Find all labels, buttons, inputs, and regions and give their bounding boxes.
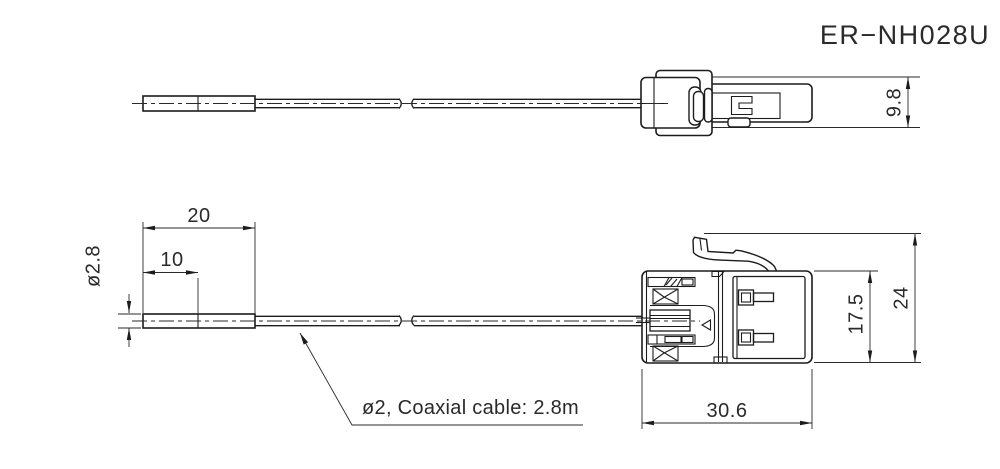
clip-diagonal bbox=[663, 345, 679, 354]
cavity-outline bbox=[650, 304, 716, 348]
bottom-tab bbox=[727, 117, 751, 128]
pin-contact bbox=[752, 332, 775, 343]
top-connector bbox=[640, 69, 813, 137]
arrowhead-down bbox=[867, 350, 873, 363]
connector-body bbox=[641, 270, 813, 364]
arrowhead-left bbox=[143, 225, 155, 231]
leader-line bbox=[299, 332, 583, 426]
clip-diagonal bbox=[652, 288, 679, 305]
dimension-24: 24 bbox=[890, 233, 918, 363]
hatch-line bbox=[670, 278, 678, 287]
top-view: 9.8 bbox=[132, 69, 920, 137]
latch-hook-line bbox=[699, 238, 703, 251]
dimension-dia-2-8: ø2.8 bbox=[82, 245, 132, 347]
top-rail-block bbox=[681, 278, 694, 286]
arrowhead-left bbox=[642, 420, 654, 426]
dim-label-30-6: 30.6 bbox=[707, 400, 748, 422]
dim-label-20: 20 bbox=[187, 205, 210, 227]
dim-label-10: 10 bbox=[160, 249, 183, 271]
arrowhead-right bbox=[800, 420, 812, 426]
arrowhead-down bbox=[912, 350, 918, 363]
arrowhead-down bbox=[905, 115, 911, 128]
arrowhead-up bbox=[905, 77, 911, 89]
arrowhead-up bbox=[867, 271, 873, 283]
bottom-rail-block bbox=[664, 335, 682, 344]
connector-body bbox=[699, 83, 813, 123]
leader-arrowhead bbox=[300, 333, 309, 345]
dimension-9-8: 9.8 bbox=[883, 77, 911, 128]
dim-label-9-8: 9.8 bbox=[883, 88, 905, 117]
dimension-30-6: 30.6 bbox=[642, 400, 812, 426]
bottom-rail-block bbox=[681, 335, 694, 344]
side-connector bbox=[636, 270, 813, 364]
latch-key-detail bbox=[730, 95, 753, 116]
dim-label-dia-2-8: ø2.8 bbox=[82, 245, 104, 287]
clip-diagonal bbox=[652, 288, 665, 298]
clip-diagonal bbox=[652, 352, 665, 362]
dimension-10: 10 bbox=[143, 249, 198, 275]
bottom-notch bbox=[713, 356, 728, 364]
arrowhead-right bbox=[186, 270, 198, 275]
dim-label-17-5: 17.5 bbox=[845, 294, 867, 335]
latch-bar bbox=[703, 87, 713, 123]
arrowhead-up bbox=[912, 233, 918, 246]
orientation-triangle bbox=[700, 319, 712, 331]
break-mark bbox=[398, 315, 402, 326]
dim-label-24: 24 bbox=[890, 286, 912, 309]
pin-base-inner bbox=[740, 292, 752, 303]
terminal-block bbox=[649, 309, 691, 332]
cable-note-text: ø2, Coaxial cable: 2.8m bbox=[362, 397, 579, 419]
cable-note-leader: ø2, Coaxial cable: 2.8m bbox=[299, 332, 583, 426]
break-mark bbox=[411, 315, 415, 326]
clip-box-top bbox=[652, 288, 679, 305]
pin-base-inner bbox=[740, 332, 752, 343]
latch-lever bbox=[692, 236, 778, 274]
bottom-rail bbox=[647, 334, 696, 345]
clip-diagonal bbox=[652, 345, 679, 362]
arrowhead-left bbox=[143, 270, 155, 275]
break-mark bbox=[398, 98, 402, 109]
dimension-20: 20 bbox=[143, 205, 255, 231]
pin-housing bbox=[732, 275, 806, 360]
pin-contact bbox=[752, 292, 775, 303]
arrowhead-up bbox=[126, 328, 132, 340]
hatch-line bbox=[665, 277, 673, 286]
arrowhead-down bbox=[126, 301, 132, 313]
top-rail-wedge bbox=[663, 276, 683, 288]
dimension-17-5: 17.5 bbox=[845, 271, 873, 363]
side-view: 20 10 ø2.8 17.5 24 bbox=[82, 205, 921, 429]
top-notch bbox=[711, 270, 726, 278]
clip-diagonal bbox=[663, 296, 679, 305]
arrowhead-right bbox=[243, 225, 255, 231]
latch-barrel-inner bbox=[692, 90, 705, 123]
clip-box-bottom bbox=[652, 345, 679, 362]
part-number-title: ER−NH028U bbox=[820, 20, 990, 50]
